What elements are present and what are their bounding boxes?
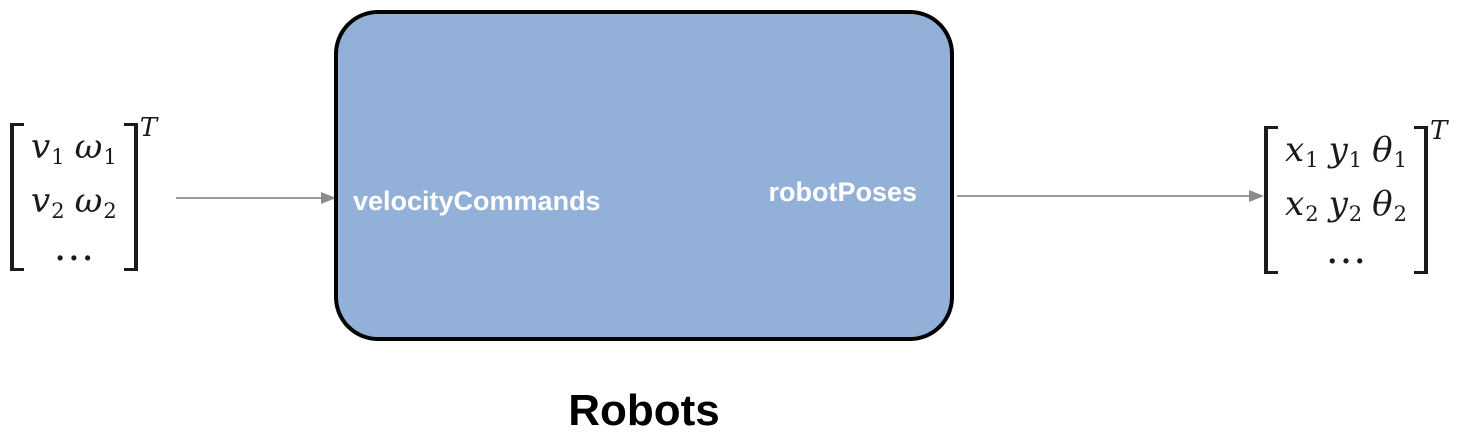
transpose-superscript: T [1430, 116, 1448, 146]
matrix-cell: ω1 [74, 127, 117, 169]
arrow-line [176, 197, 321, 199]
matrix-cell: x2 [1285, 184, 1319, 226]
input-signal-arrow [176, 191, 336, 205]
output-port-label: robotPoses [768, 177, 917, 207]
output-signal-arrow [957, 189, 1264, 203]
matrix-cell: y2 [1328, 184, 1363, 226]
arrowhead-right-icon [1249, 190, 1264, 202]
matrix-cell: θ1 [1372, 130, 1408, 172]
matrix-cell: θ2 [1372, 184, 1408, 226]
left-bracket [1264, 126, 1278, 274]
matrix-cell: v1 [31, 127, 65, 169]
transpose-superscript: T [139, 113, 158, 143]
left-bracket [10, 123, 24, 271]
right-bracket [1414, 126, 1429, 274]
matrix-ellipsis: ... [55, 234, 97, 267]
matrix-cell: x1 [1285, 130, 1319, 172]
arrowhead-right-icon [321, 192, 336, 204]
matrix-ellipsis: ... [1327, 237, 1369, 270]
robots-block: velocityCommands robotPoses [334, 10, 954, 341]
matrix-cell: ω2 [74, 181, 117, 223]
input-port-label: velocityCommands [353, 186, 601, 216]
matrix-cell: v2 [31, 181, 65, 223]
arrow-line [957, 195, 1249, 197]
matrix-cell: y1 [1328, 130, 1363, 172]
block-caption: Robots [568, 386, 720, 435]
right-bracket [123, 123, 138, 271]
